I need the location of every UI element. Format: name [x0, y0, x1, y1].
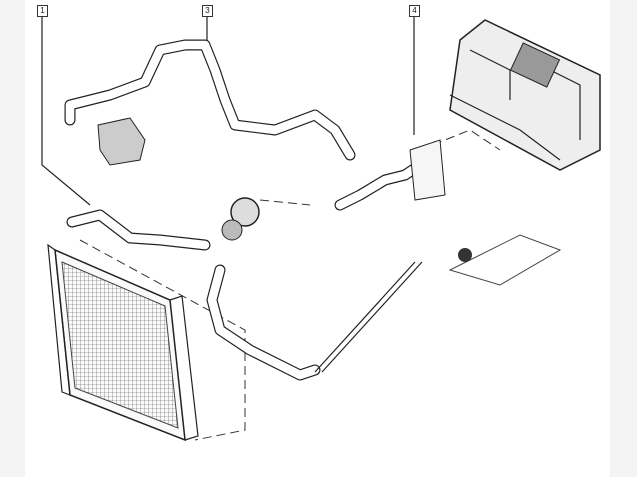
heater-unit: [409, 19, 601, 201]
hoses: [64, 39, 426, 381]
water-pump: [221, 197, 311, 241]
callout-3: 3: [202, 5, 213, 17]
valve-block: [97, 117, 146, 166]
callout-1: 1: [37, 5, 48, 17]
leader-lines: [41, 17, 415, 206]
radiator: [47, 239, 246, 442]
callout-4: 4: [409, 5, 420, 17]
expansion-tank: [448, 234, 562, 286]
